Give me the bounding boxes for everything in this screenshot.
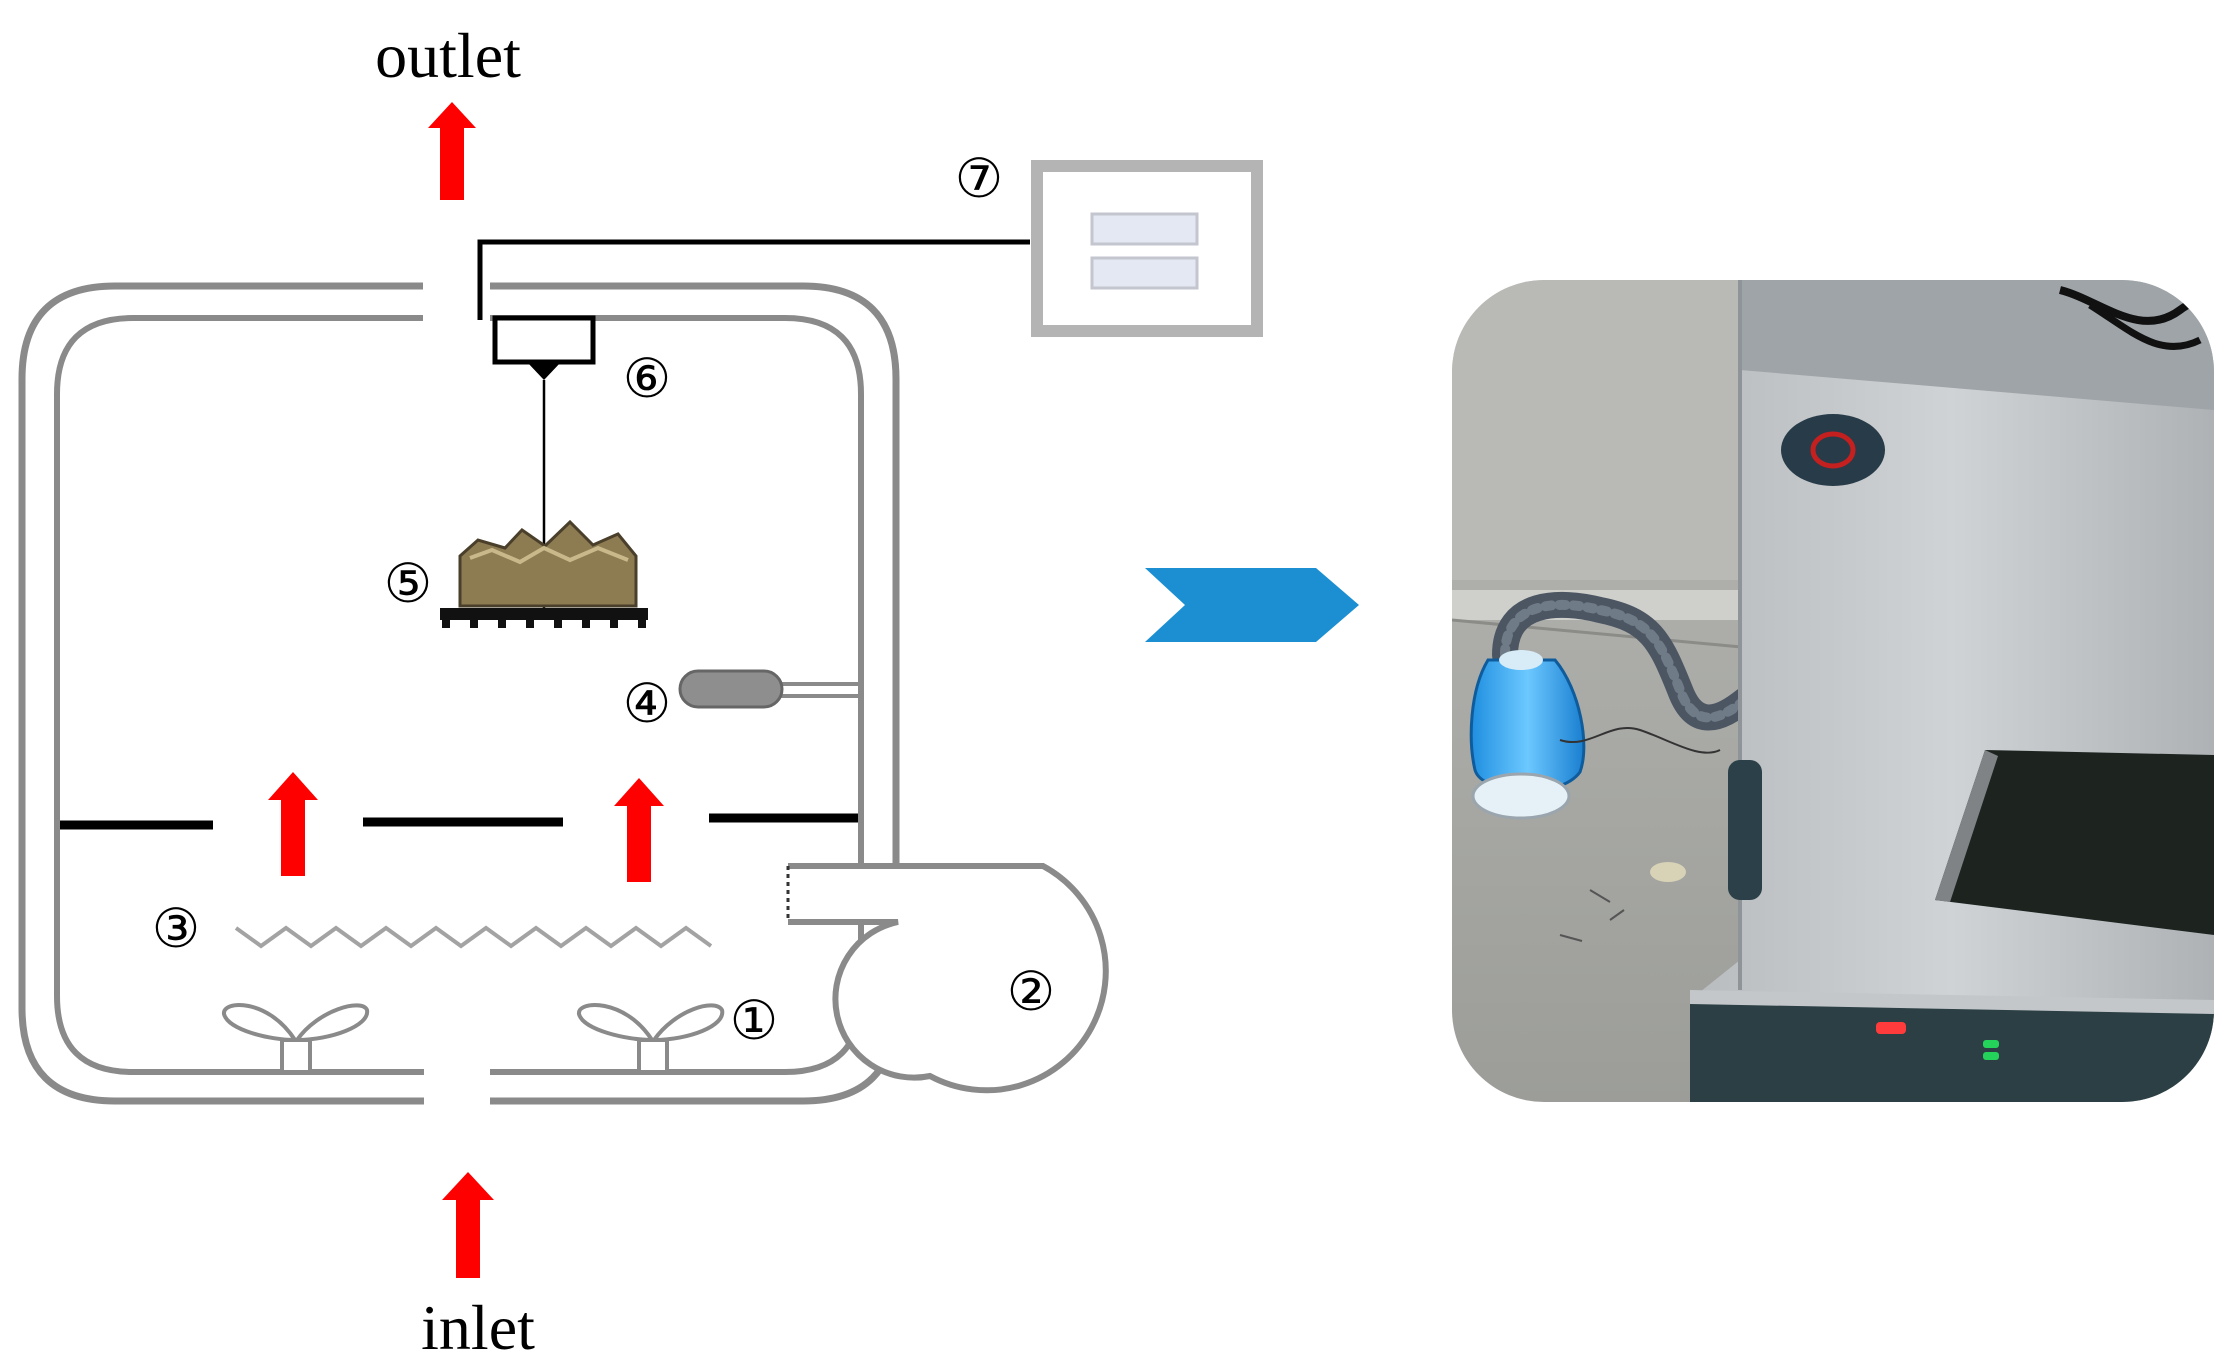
data-logger: [1031, 160, 1263, 337]
sensor-probe: [678, 669, 858, 709]
sample-tray: [440, 519, 648, 628]
chamber-inner-wall: [54, 315, 864, 1075]
outlet-label: outlet: [375, 20, 521, 91]
heater-wire: [234, 925, 713, 949]
process-arrow: [1145, 568, 1359, 642]
component-number-3: ③: [152, 897, 200, 960]
data-cable: [477, 239, 1030, 320]
blower-housing: [788, 863, 1109, 1094]
apparatus-photo: [1452, 280, 2214, 1102]
component-number-2: ②: [1007, 960, 1055, 1023]
component-number-4: ④: [623, 672, 671, 735]
component-number-7: ⑦: [955, 147, 1003, 210]
component-number-6: ⑥: [623, 347, 671, 410]
airflow-arrow-internal-left: [268, 772, 318, 876]
airflow-arrow-outlet: [428, 102, 476, 200]
airflow-arrow-internal-right: [614, 778, 664, 882]
component-number-1: ①: [730, 989, 778, 1052]
chamber-schematic: outlet inlet ① ② ③ ④ ⑤ ⑥ ⑦: [18, 20, 1263, 1363]
airflow-arrow-inlet: [442, 1172, 494, 1278]
fan-right: [577, 1003, 725, 1074]
chamber-outer-wall: [18, 282, 900, 1105]
component-number-5: ⑤: [384, 552, 432, 615]
fan-left: [222, 1003, 370, 1074]
inlet-label: inlet: [421, 1292, 535, 1363]
